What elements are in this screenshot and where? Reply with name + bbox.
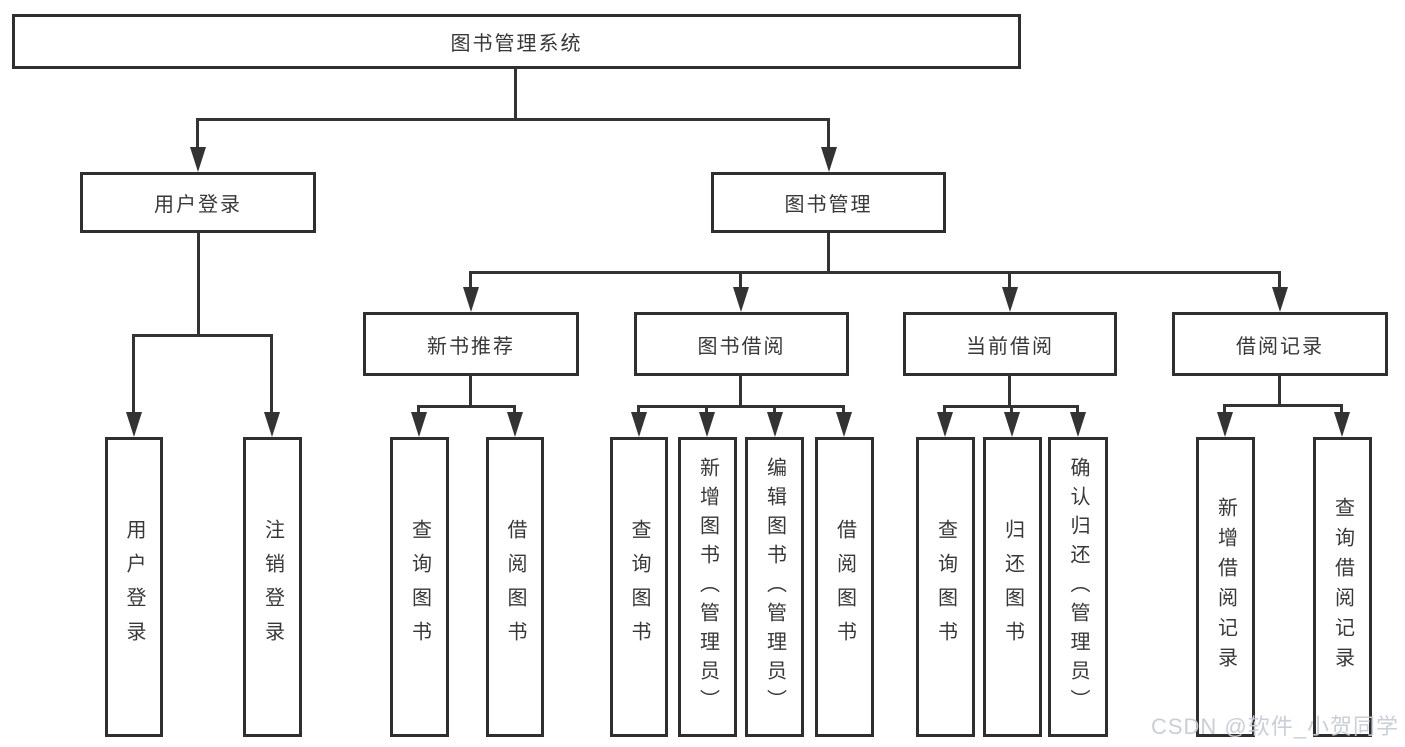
arrow-down-icon	[264, 412, 280, 437]
connector-line	[739, 375, 742, 407]
connector-line	[469, 375, 472, 407]
connector-line	[513, 405, 516, 414]
node-current-borrow: 当前借阅	[903, 312, 1117, 376]
leaf-query-books-1: 查询图书	[390, 437, 449, 737]
arrow-down-icon	[411, 412, 427, 437]
arrow-down-icon	[1002, 287, 1018, 312]
arrow-down-icon	[733, 287, 749, 312]
connector-line	[197, 233, 200, 337]
connector-line	[637, 405, 640, 414]
arrow-down-icon	[1217, 412, 1233, 437]
leaf-confirm-return-admin-label: 确认归还（管理员）	[1067, 456, 1089, 718]
leaf-add-books-admin: 新增图书（管理员）	[678, 437, 737, 737]
leaf-edit-books-admin-label: 编辑图书（管理员）	[763, 456, 786, 718]
csdn-watermark: CSDN @软件_小贺同学	[1150, 714, 1399, 739]
leaf-query-borrow-record: 查询借阅记录	[1313, 437, 1372, 737]
node-user-login: 用户登录	[80, 172, 316, 233]
arrow-down-icon	[1070, 412, 1086, 437]
connector-line	[1076, 405, 1079, 414]
connector-line	[827, 233, 830, 273]
connector-line	[1010, 405, 1013, 414]
connector-line	[1340, 404, 1343, 414]
leaf-query-books-1-label: 查询图书	[408, 519, 431, 655]
arrow-down-icon	[821, 147, 837, 172]
connector-line	[469, 271, 472, 289]
connector-line	[1278, 271, 1281, 289]
arrow-down-icon	[1334, 412, 1350, 437]
leaf-return-books-label: 归还图书	[1001, 519, 1024, 655]
leaf-user-login: 用户登录	[105, 437, 163, 737]
leaf-user-login-label: 用户登录	[123, 519, 145, 655]
arrow-down-icon	[631, 412, 647, 437]
leaf-borrow-books-2-label: 借阅图书	[833, 519, 856, 655]
arrow-down-icon	[190, 147, 206, 172]
arrow-down-icon	[767, 412, 783, 437]
arrow-down-icon	[463, 287, 479, 312]
arrow-down-icon	[1272, 287, 1288, 312]
arrow-down-icon	[507, 412, 523, 437]
connector-line	[842, 405, 845, 414]
leaf-query-books-2: 查询图书	[610, 437, 668, 737]
leaf-return-books: 归还图书	[983, 437, 1042, 737]
node-borrow-records-label: 借阅记录	[1236, 335, 1324, 358]
leaf-query-books-3: 查询图书	[916, 437, 975, 737]
node-borrow-records: 借阅记录	[1172, 312, 1388, 376]
connector-line	[196, 118, 199, 150]
leaf-query-books-3-label: 查询图书	[934, 519, 957, 655]
leaf-confirm-return-admin: 确认归还（管理员）	[1048, 437, 1108, 737]
connector-line	[197, 118, 830, 121]
arrow-down-icon	[699, 412, 715, 437]
node-current-borrow-label: 当前借阅	[966, 335, 1054, 358]
connector-line	[133, 334, 273, 337]
connector-line	[705, 405, 708, 414]
leaf-add-borrow-record: 新增借阅记录	[1196, 437, 1255, 737]
connector-line	[418, 405, 516, 408]
node-root-label: 图书管理系统	[450, 33, 583, 55]
leaf-edit-books-admin: 编辑图书（管理员）	[745, 437, 804, 737]
arrow-down-icon	[126, 412, 142, 437]
connector-line	[943, 405, 946, 414]
node-book-borrow-label: 图书借阅	[697, 335, 786, 358]
leaf-borrow-books-1: 借阅图书	[486, 437, 544, 737]
leaf-logout: 注销登录	[243, 437, 302, 737]
node-new-book-recommend-label: 新书推荐	[427, 335, 515, 358]
connector-line	[638, 405, 845, 408]
leaf-add-books-admin-label: 新增图书（管理员）	[696, 456, 719, 718]
leaf-query-borrow-record-label: 查询借阅记录	[1331, 497, 1354, 677]
node-root: 图书管理系统	[12, 14, 1021, 69]
node-book-management-label: 图书管理	[784, 194, 873, 216]
connector-line	[270, 334, 273, 414]
leaf-borrow-books-2: 借阅图书	[815, 437, 874, 737]
leaf-logout-label: 注销登录	[261, 519, 284, 655]
connector-line	[1223, 404, 1226, 414]
leaf-borrow-books-1-label: 借阅图书	[504, 519, 526, 655]
connector-line	[417, 405, 420, 414]
connector-line	[739, 271, 742, 289]
arrow-down-icon	[836, 412, 852, 437]
node-new-book-recommend: 新书推荐	[363, 312, 579, 376]
connector-line	[827, 118, 830, 150]
connector-line	[1008, 375, 1011, 407]
connector-line	[470, 271, 1280, 274]
connector-line	[1224, 404, 1343, 407]
connector-line	[773, 405, 776, 414]
connector-line	[1278, 375, 1281, 407]
node-book-management: 图书管理	[711, 172, 946, 233]
connector-line	[1008, 271, 1011, 289]
connector-line	[132, 334, 135, 414]
arrow-down-icon	[1004, 412, 1020, 437]
leaf-query-books-2-label: 查询图书	[628, 519, 650, 655]
leaf-add-borrow-record-label: 新增借阅记录	[1214, 497, 1237, 677]
connector-line	[514, 68, 517, 120]
arrow-down-icon	[937, 412, 953, 437]
node-user-login-label: 用户登录	[154, 194, 242, 216]
node-book-borrow: 图书借阅	[634, 312, 849, 376]
